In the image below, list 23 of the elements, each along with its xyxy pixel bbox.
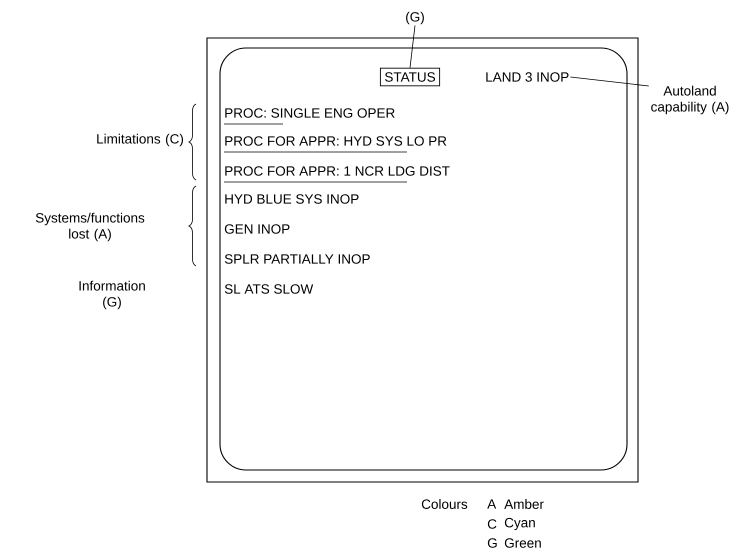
colour-code: (G) (406, 12, 424, 24)
screen-message: PROC FOR APPR: 1 NCR LDG DIST (225, 166, 450, 176)
screen-message: HYD BLUE SYS INOP (225, 194, 359, 204)
leader-line (570, 76, 650, 86)
screen-message: PROC: SINGLE ENG OPER (225, 108, 395, 118)
screen-message: GEN INOP (224, 224, 290, 234)
key-colour: Cyan (504, 518, 535, 530)
key-heading: Colours (422, 499, 468, 509)
callout-text: Autoland capability (A) (651, 86, 729, 114)
category-label: Systems/functions lost (A) (36, 212, 144, 242)
status-box: STATUS (380, 68, 440, 86)
key-letter: A (487, 499, 496, 509)
leader-line (410, 25, 416, 68)
key-letter: C (488, 519, 496, 529)
screen-message: SPLR PARTIALLY INOP (224, 254, 370, 264)
screen-message: PROC FOR APPR: HYD SYS LO PR (225, 136, 446, 146)
key-colour: Amber (504, 499, 544, 509)
key-colour: Green (504, 538, 541, 548)
screen-message: SL ATS SLOW (224, 284, 314, 294)
screen-message: LAND 3 INOP (486, 72, 568, 82)
key-letter: G (488, 538, 497, 548)
category-label: Information (G) (79, 280, 145, 310)
category-label: Limitations (C) (97, 134, 184, 146)
